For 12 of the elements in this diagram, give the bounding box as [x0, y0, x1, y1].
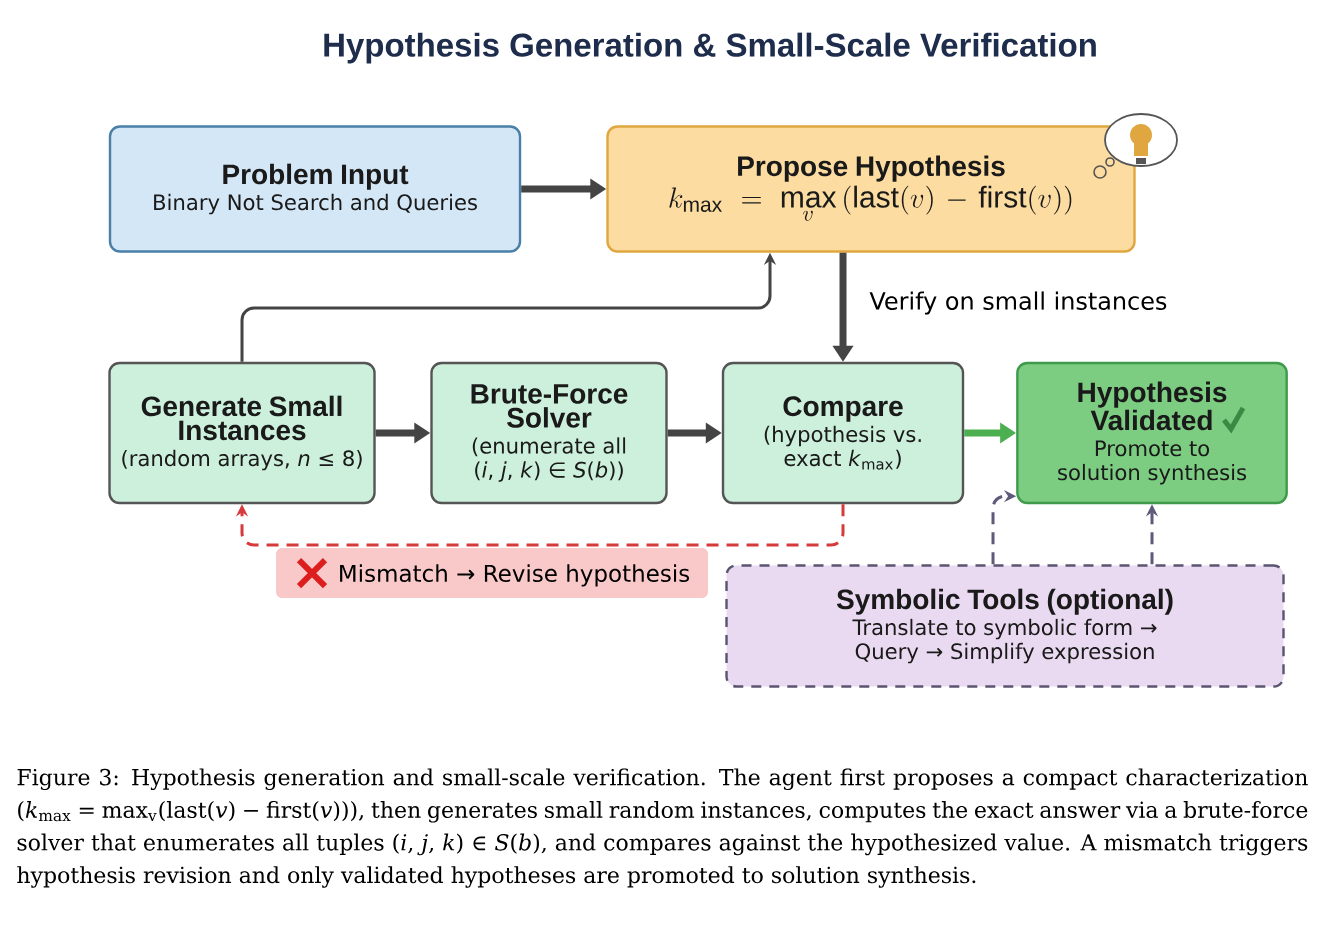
caption: Figure 3: Hypothesis generation and small-scale verification. The agent first proposes a compact characterization (k$_{max}$ = max$_{v}$(last(v) − first(v))), then generates small random instances, computes the exact answer via a brute-force solver that enumerates all tuples (i, j, k) ∈ S(b), and compares against the hypothesized value. A mismatch triggers hypothesis revision and only validated hypotheses are promoted to solution synthesis.: [17, 768, 1308, 888]
process-box: Problem Input Binary Not Search and Queries: [108, 125, 522, 253]
optional-tools-box: Symbolic Tools (optional) Translate to symbolic form → Query → Simplify expression: [725, 564, 1285, 688]
title: Hypothesis Generation & Small-Scale Verification: [324, 32, 1096, 64]
hypothesis-box: Propose Hypothesis $k_{\max} = \max_{v}\,(\mathrm{last}(v) - \mathrm{first}(v))$: [606, 125, 1136, 253]
result-box: Hypothesis Validated Promote to solution synthesis: [1016, 361, 1288, 505]
edge-label: Mismatch → Revise hypothesis: [276, 548, 708, 598]
process-box: Brute-Force Solver (enumerate all (i, j, k) ∈ S(b)): [430, 361, 668, 505]
process-box: Generate Small Instances (random arrays, n ≤ 8): [108, 361, 376, 505]
dashed-arrow: [235, 504, 845, 547]
edge-label: Verify on small instances: [865, 287, 1172, 319]
process-box: Compare (hypothesis vs. exact k$_{max}$): [721, 361, 965, 505]
